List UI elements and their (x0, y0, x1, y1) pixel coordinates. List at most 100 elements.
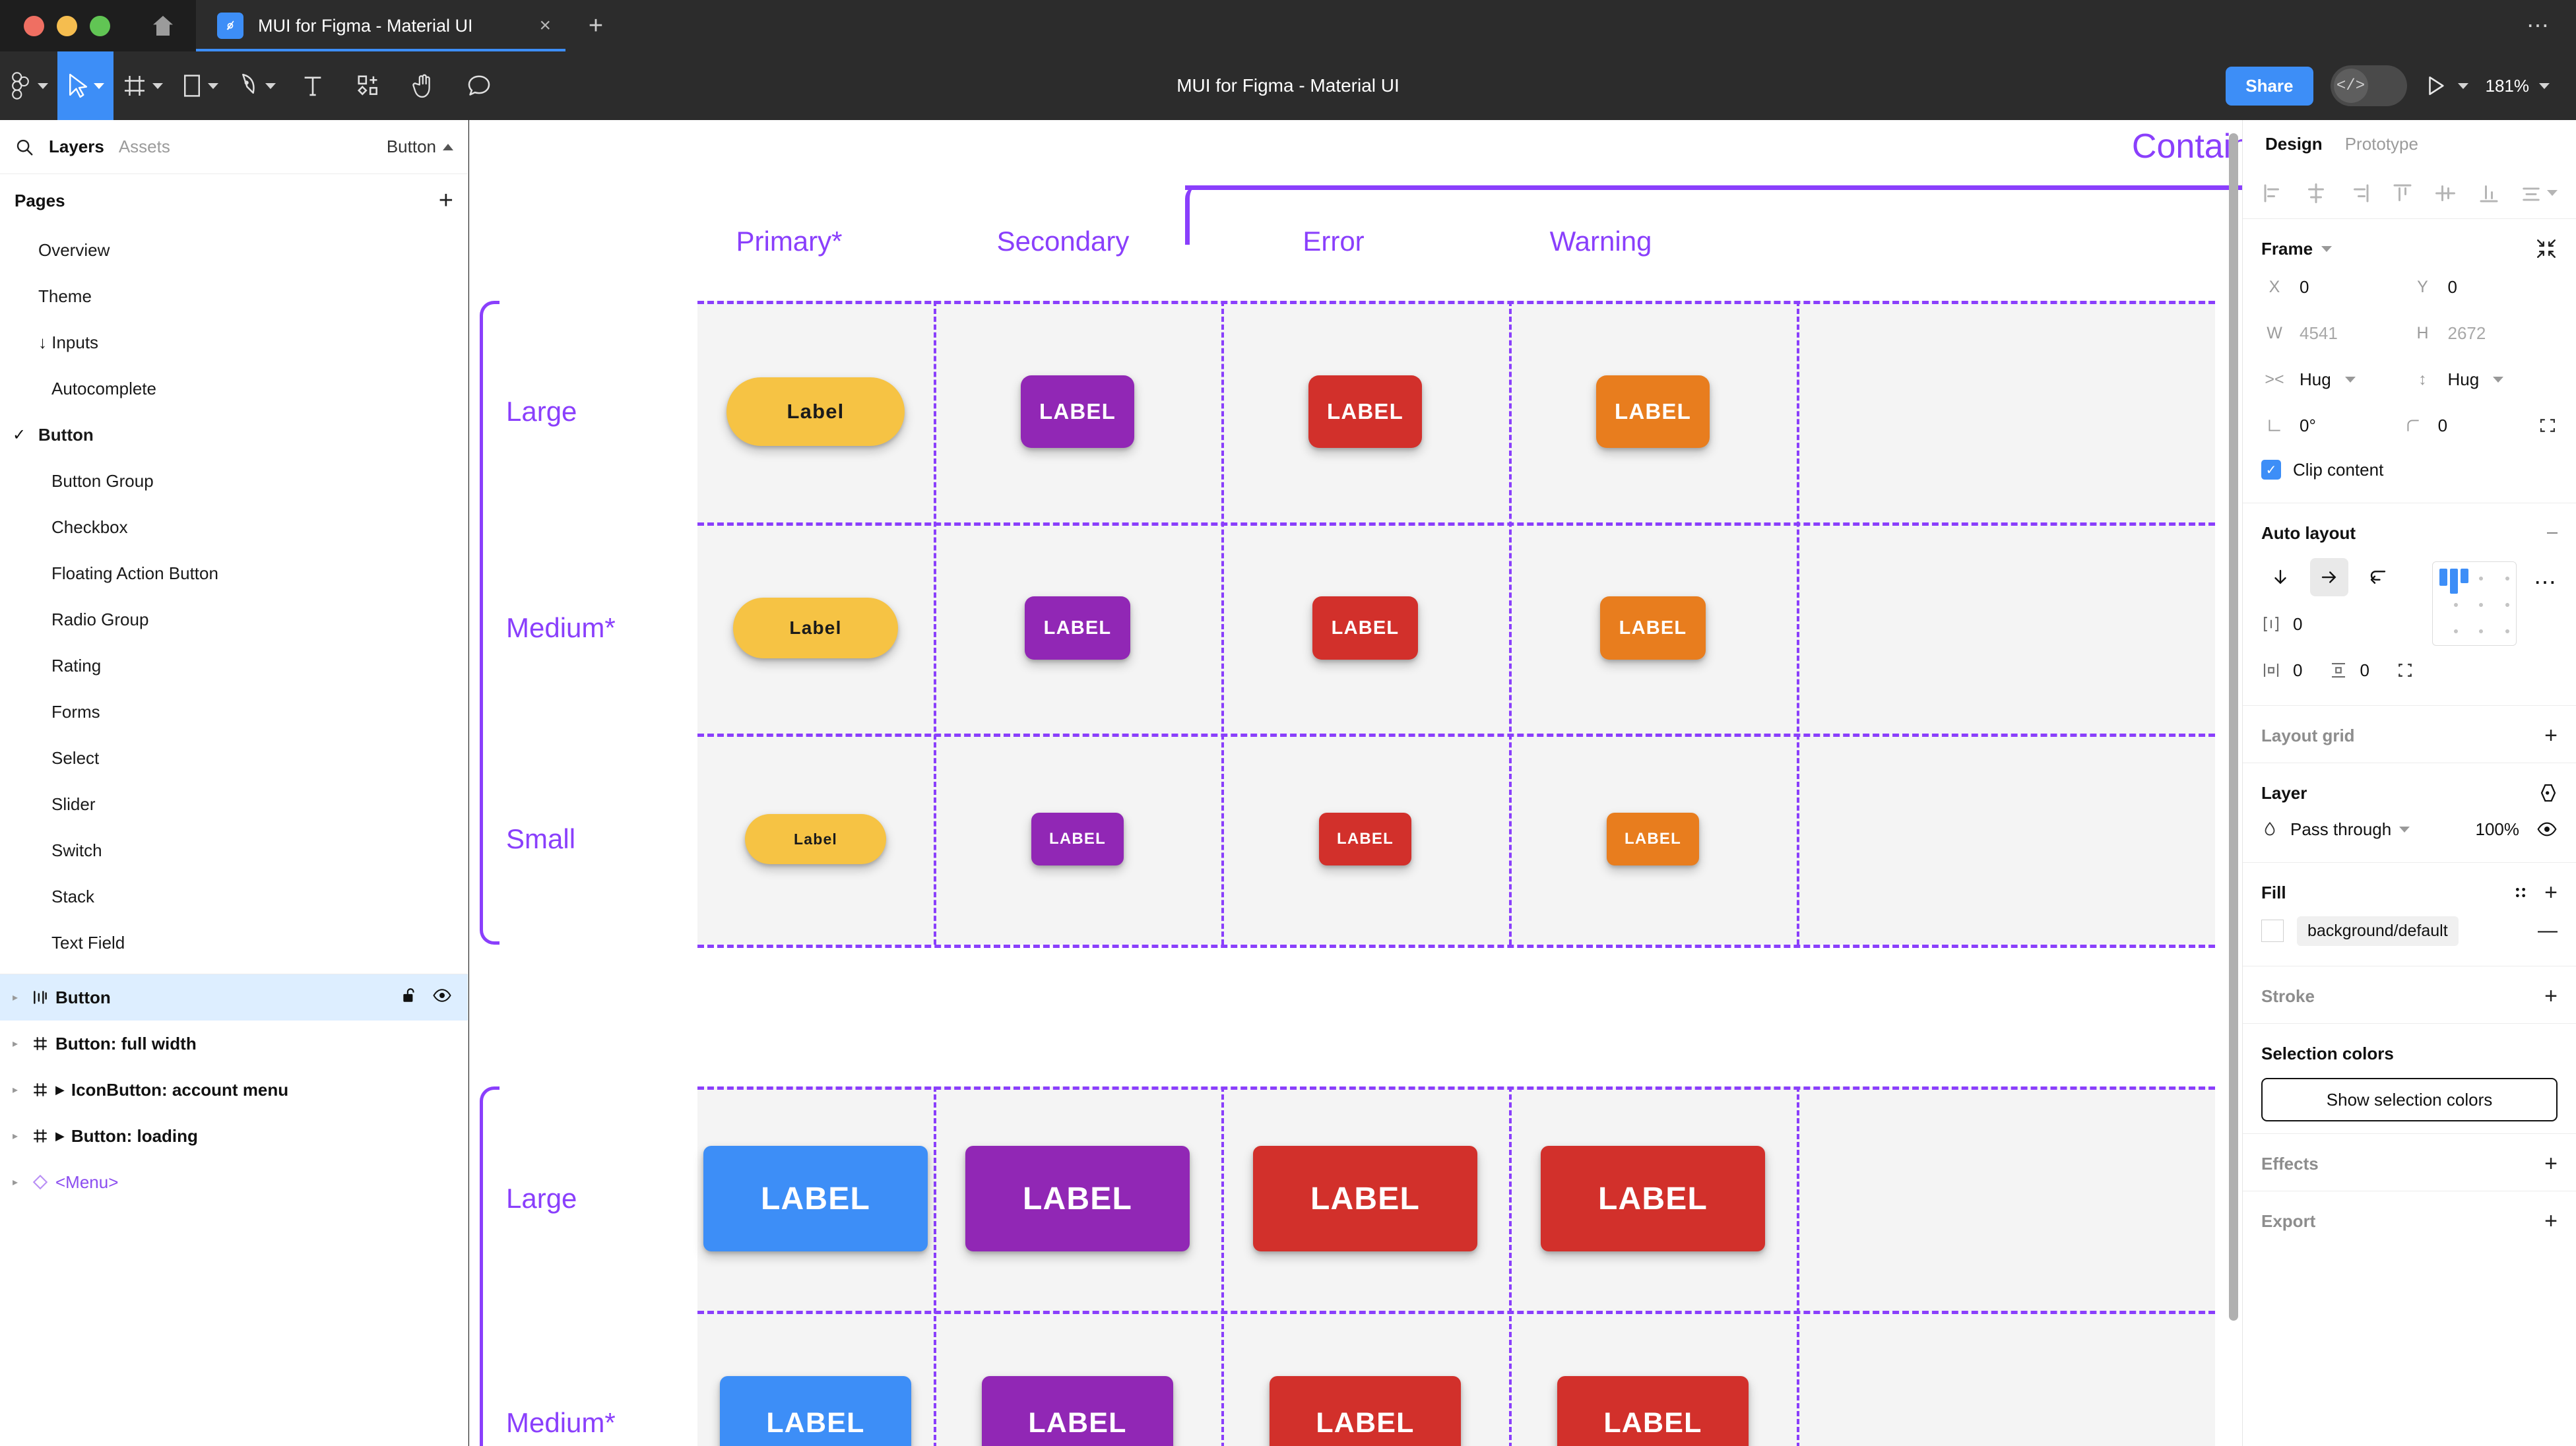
align-top-icon[interactable] (2391, 181, 2414, 205)
page-item-select[interactable]: Select (0, 735, 468, 781)
y-value[interactable]: 0 (2447, 276, 2457, 297)
rotation-value[interactable]: 0° (2300, 415, 2316, 435)
frame-tool-button[interactable] (113, 51, 172, 120)
close-window-button[interactable] (24, 15, 44, 36)
chevron-down-icon[interactable] (2399, 826, 2410, 833)
add-export-button[interactable]: + (2544, 1208, 2558, 1234)
w-value[interactable]: 4541 (2300, 323, 2338, 343)
chevron-down-icon[interactable] (2493, 376, 2504, 383)
align-vertical-center-icon[interactable] (2433, 181, 2457, 205)
gap-value[interactable]: 0 (2293, 613, 2303, 634)
show-selection-colors-button[interactable]: Show selection colors (2261, 1078, 2558, 1121)
material-button[interactable]: LABEL (1270, 1376, 1461, 1446)
layer-row[interactable]: ▸Button (0, 974, 468, 1021)
page-item-inputs[interactable]: ↓ Inputs (0, 319, 468, 365)
align-right-icon[interactable] (2348, 181, 2371, 205)
figma-menu-button[interactable] (0, 51, 57, 120)
expand-layer-icon[interactable]: ▸ (12, 1084, 18, 1096)
design-canvas[interactable]: Contained Primary*SecondaryErrorWarning … (469, 120, 2242, 1446)
layer-row[interactable]: ▸Button: full width (0, 1021, 468, 1067)
expand-layer-icon[interactable]: ▸ (12, 992, 18, 1003)
remove-auto-layout-button[interactable]: — (2547, 527, 2558, 538)
h-value[interactable]: 2672 (2447, 323, 2486, 343)
add-fill-button[interactable]: + (2544, 879, 2558, 905)
dev-mode-toggle[interactable]: </> (2330, 65, 2407, 106)
align-bottom-icon[interactable] (2477, 181, 2501, 205)
distribute-menu[interactable] (2520, 182, 2558, 204)
page-item-autocomplete[interactable]: Autocomplete (0, 365, 468, 412)
material-button[interactable]: LABEL (1308, 375, 1422, 448)
add-page-button[interactable]: + (438, 186, 453, 214)
material-button[interactable]: Label (733, 598, 898, 658)
add-stroke-button[interactable]: + (2544, 983, 2558, 1009)
clip-content-checkbox[interactable]: ✓ (2261, 460, 2281, 480)
align-horizontal-center-icon[interactable] (2304, 181, 2328, 205)
auto-layout-alignment-grid[interactable] (2432, 561, 2517, 646)
layer-row[interactable]: ▸<Menu> (0, 1159, 468, 1205)
page-item-radio-group[interactable]: Radio Group (0, 596, 468, 643)
window-overflow-menu[interactable]: ⋯ (2527, 0, 2576, 51)
material-button[interactable]: LABEL (1600, 596, 1706, 660)
fill-color-swatch[interactable] (2261, 920, 2284, 942)
comment-tool-button[interactable] (451, 51, 507, 120)
pen-tool-button[interactable] (228, 51, 285, 120)
material-button[interactable]: Label (745, 814, 886, 864)
material-button[interactable]: LABEL (1607, 813, 1699, 865)
page-item-slider[interactable]: Slider (0, 781, 468, 827)
frame-name-label[interactable]: Contained (2131, 127, 2242, 166)
tab-design[interactable]: Design (2265, 133, 2323, 154)
opacity-value[interactable]: 100% (2475, 819, 2520, 839)
expand-layer-icon[interactable]: ▸ (12, 1131, 18, 1142)
vertical-padding-value[interactable]: 0 (2360, 660, 2369, 680)
layout-wrap-button[interactable] (2359, 558, 2397, 596)
independent-corners-icon[interactable] (2538, 415, 2558, 436)
text-tool-button[interactable] (285, 51, 340, 120)
material-button[interactable]: LABEL (1319, 813, 1411, 865)
layer-row[interactable]: ▸▶IconButton: account menu (0, 1067, 468, 1113)
page-item-button[interactable]: ✓Button (0, 412, 468, 458)
individual-padding-icon[interactable] (2395, 660, 2415, 680)
expand-layer-icon[interactable]: ▸ (12, 1038, 18, 1050)
auto-layout-more-button[interactable]: ⋯ (2534, 570, 2558, 595)
expand-layer-icon[interactable]: ▸ (12, 1177, 18, 1188)
hand-tool-button[interactable] (396, 51, 451, 120)
page-item-text-field[interactable]: Text Field (0, 920, 468, 966)
collapsed-triangle-icon[interactable]: ▶ (55, 1129, 65, 1143)
hug-width-value[interactable]: Hug (2300, 369, 2331, 389)
tab-layers[interactable]: Layers (49, 137, 104, 156)
page-item-theme[interactable]: Theme (0, 273, 468, 319)
material-button[interactable]: LABEL (1031, 813, 1124, 865)
collapse-frame-icon[interactable] (2535, 237, 2558, 260)
material-button[interactable]: LABEL (1596, 375, 1710, 448)
corner-radius-value[interactable]: 0 (2437, 415, 2448, 435)
align-left-icon[interactable] (2261, 181, 2285, 205)
tab-assets[interactable]: Assets (118, 137, 170, 156)
page-item-forms[interactable]: Forms (0, 689, 468, 735)
material-button[interactable]: Label (726, 377, 905, 446)
page-item-floating-action-button[interactable]: Floating Action Button (0, 550, 468, 596)
fill-style-name[interactable]: background/default (2297, 916, 2459, 946)
x-value[interactable]: 0 (2300, 276, 2309, 297)
remove-fill-button[interactable]: — (2538, 920, 2558, 941)
move-tool-button[interactable] (57, 51, 113, 120)
horizontal-padding-value[interactable]: 0 (2293, 660, 2303, 680)
resources-button[interactable] (340, 51, 396, 120)
material-button[interactable]: LABEL (1557, 1376, 1749, 1446)
page-item-overview[interactable]: Overview (0, 227, 468, 273)
page-item-rating[interactable]: Rating (0, 643, 468, 689)
material-button[interactable]: LABEL (1021, 375, 1134, 448)
search-icon[interactable] (15, 137, 34, 157)
chevron-down-icon[interactable] (2321, 245, 2333, 252)
new-tab-button[interactable]: + (565, 0, 626, 51)
present-button[interactable] (2424, 75, 2468, 97)
minimize-window-button[interactable] (57, 15, 77, 36)
material-button[interactable]: LABEL (1541, 1146, 1765, 1251)
browser-tab[interactable]: MUI for Figma - Material UI × (196, 0, 565, 51)
material-button[interactable]: LABEL (1312, 596, 1418, 660)
page-item-checkbox[interactable]: Checkbox (0, 504, 468, 550)
collapsed-triangle-icon[interactable]: ▶ (55, 1083, 65, 1096)
unlock-icon[interactable] (401, 987, 418, 1009)
home-button[interactable] (130, 0, 196, 51)
layer-row[interactable]: ▸▶Button: loading (0, 1113, 468, 1159)
material-button[interactable]: LABEL (1253, 1146, 1477, 1251)
